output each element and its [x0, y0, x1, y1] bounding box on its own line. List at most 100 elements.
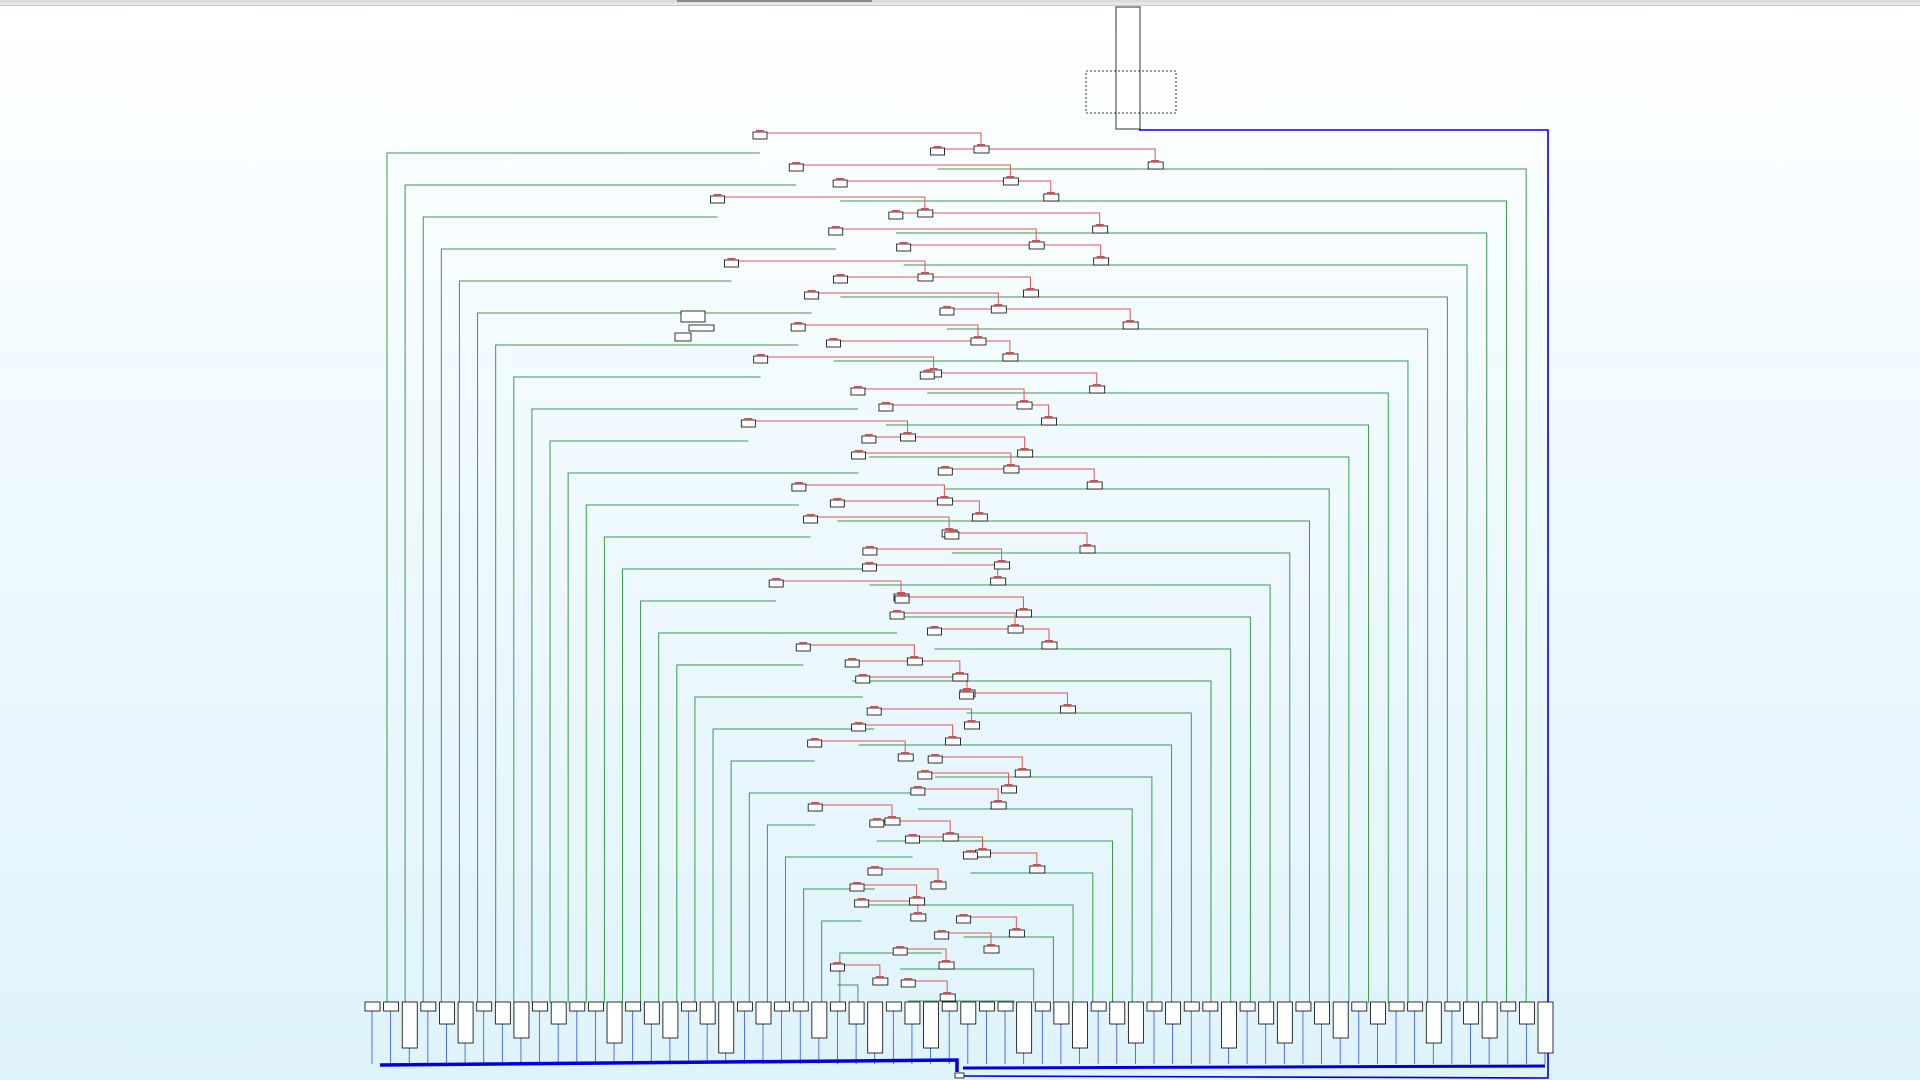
exit-block[interactable] — [420, 1001, 437, 1012]
exit-block[interactable] — [1481, 1001, 1498, 1039]
target-block[interactable] — [1041, 641, 1058, 650]
compare-block[interactable] — [790, 323, 806, 332]
exit-block[interactable] — [774, 1001, 791, 1012]
target-block[interactable] — [945, 737, 961, 746]
exit-block[interactable] — [848, 1001, 865, 1025]
target-block[interactable] — [1092, 225, 1109, 234]
compare-block[interactable] — [850, 387, 866, 396]
compare-block[interactable] — [944, 531, 960, 540]
exit-block[interactable] — [1221, 1001, 1237, 1049]
compare-block[interactable] — [927, 627, 942, 636]
compare-block[interactable] — [900, 979, 916, 988]
exit-block[interactable] — [867, 1001, 884, 1054]
compare-block[interactable] — [896, 243, 912, 252]
exit-block[interactable] — [1463, 1001, 1479, 1025]
exit-block[interactable] — [662, 1001, 679, 1039]
target-block[interactable] — [1060, 705, 1076, 714]
exit-block[interactable] — [736, 1001, 753, 1012]
exit-block[interactable] — [383, 1001, 400, 1012]
exit-block[interactable] — [830, 1001, 846, 1012]
target-block[interactable] — [930, 881, 947, 890]
compare-block[interactable] — [724, 259, 739, 268]
compare-block[interactable] — [795, 643, 811, 652]
target-block[interactable] — [1043, 193, 1060, 202]
compare-block[interactable] — [830, 963, 845, 972]
target-block[interactable] — [971, 513, 988, 522]
exit-block[interactable] — [1127, 1001, 1144, 1044]
target-block[interactable] — [936, 497, 953, 506]
exit-block[interactable] — [1370, 1001, 1386, 1025]
target-block[interactable] — [1014, 769, 1031, 778]
exit-block[interactable] — [569, 1001, 586, 1012]
exit-block[interactable] — [1518, 1001, 1535, 1025]
top-scrollbar[interactable] — [0, 0, 1920, 6]
target-block[interactable] — [1001, 785, 1017, 794]
target-block[interactable] — [1028, 241, 1045, 250]
compare-block[interactable] — [927, 755, 943, 764]
exit-block[interactable] — [1332, 1001, 1349, 1039]
exit-block[interactable] — [401, 1001, 418, 1049]
compare-block[interactable] — [866, 707, 882, 716]
target-block[interactable] — [994, 561, 1011, 570]
compare-block[interactable] — [832, 179, 848, 188]
target-block[interactable] — [1079, 545, 1096, 554]
exit-block[interactable] — [1314, 1001, 1330, 1025]
exit-block[interactable] — [1425, 1001, 1442, 1044]
target-block[interactable] — [917, 273, 934, 282]
exit-block[interactable] — [606, 1001, 623, 1044]
compare-block[interactable] — [740, 419, 756, 428]
target-block[interactable] — [1016, 401, 1033, 410]
exit-block[interactable] — [1090, 1001, 1107, 1012]
exit-block[interactable] — [1444, 1001, 1461, 1012]
detached-block[interactable] — [688, 324, 715, 332]
target-block[interactable] — [1147, 161, 1164, 170]
exit-block[interactable] — [1109, 1001, 1126, 1025]
target-block[interactable] — [990, 305, 1007, 314]
target-block[interactable] — [952, 673, 969, 682]
target-block[interactable] — [1041, 417, 1057, 426]
compare-block[interactable] — [804, 291, 820, 300]
exit-block[interactable] — [439, 1001, 455, 1025]
compare-block[interactable] — [849, 883, 865, 892]
exit-block[interactable] — [1295, 1001, 1312, 1012]
exit-block[interactable] — [588, 1001, 604, 1012]
exit-block[interactable] — [960, 1001, 977, 1025]
compare-block[interactable] — [807, 803, 823, 812]
exit-block[interactable] — [364, 1001, 381, 1012]
compare-block[interactable] — [888, 211, 904, 220]
exit-block[interactable] — [1165, 1001, 1182, 1025]
compare-block[interactable] — [828, 227, 844, 236]
exit-block[interactable] — [1276, 1001, 1293, 1044]
detached-block[interactable] — [674, 332, 692, 342]
compare-block[interactable] — [851, 451, 866, 460]
exit-block[interactable] — [954, 1072, 965, 1079]
compare-block[interactable] — [752, 131, 768, 140]
compare-block[interactable] — [956, 915, 972, 924]
exit-block[interactable] — [1183, 1001, 1200, 1012]
entry-block[interactable] — [1115, 6, 1141, 130]
target-block[interactable] — [1017, 449, 1034, 458]
exit-block[interactable] — [718, 1001, 735, 1054]
compare-block[interactable] — [861, 435, 877, 444]
exit-block[interactable] — [979, 1001, 995, 1012]
compare-block[interactable] — [862, 547, 878, 556]
target-block[interactable] — [897, 753, 914, 762]
compare-block[interactable] — [855, 675, 871, 684]
exit-block[interactable] — [1407, 1001, 1424, 1012]
compare-block[interactable] — [844, 659, 860, 668]
exit-block[interactable] — [811, 1001, 828, 1039]
exit-block[interactable] — [625, 1001, 642, 1012]
compare-block[interactable] — [934, 931, 950, 940]
target-block[interactable] — [939, 993, 956, 1002]
target-block[interactable] — [990, 577, 1007, 586]
target-block[interactable] — [1122, 321, 1139, 330]
target-block[interactable] — [1002, 177, 1019, 186]
exit-block[interactable] — [755, 1001, 772, 1025]
compare-block[interactable] — [829, 499, 845, 508]
target-block[interactable] — [1007, 625, 1024, 634]
exit-block[interactable] — [1258, 1001, 1275, 1025]
exit-block[interactable] — [643, 1001, 660, 1025]
target-block[interactable] — [1008, 929, 1025, 938]
compare-block[interactable] — [892, 947, 908, 956]
exit-block[interactable] — [904, 1001, 921, 1025]
